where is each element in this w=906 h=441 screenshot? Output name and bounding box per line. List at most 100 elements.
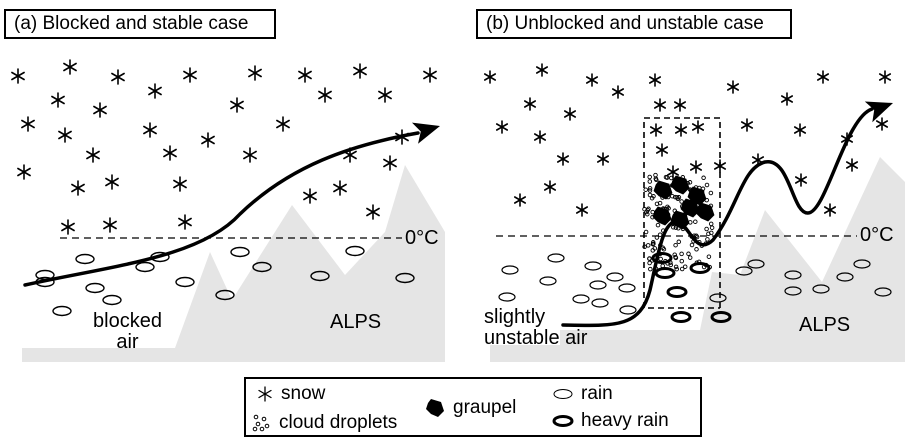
convection-box-outline bbox=[643, 117, 721, 309]
snowflake bbox=[303, 188, 317, 204]
cloud-droplet bbox=[673, 242, 678, 248]
legend-graupel-label: graupel bbox=[453, 397, 517, 418]
snowflake bbox=[378, 87, 392, 103]
raindrop bbox=[215, 289, 235, 301]
cloud-droplet bbox=[687, 255, 693, 260]
snowflake bbox=[71, 180, 85, 196]
snowflake bbox=[183, 67, 197, 83]
convection-box bbox=[643, 117, 721, 309]
cloud-droplet bbox=[709, 225, 715, 230]
snowflake bbox=[318, 87, 332, 103]
cloud-droplet bbox=[706, 254, 712, 259]
snowflake bbox=[556, 152, 570, 166]
snowflake bbox=[61, 219, 75, 235]
cloud-droplet bbox=[647, 186, 653, 191]
legend-cloud-droplets: cloud droplets bbox=[252, 412, 397, 434]
panel-a-title: (a) Blocked and stable case bbox=[4, 9, 276, 39]
cloud-droplet bbox=[647, 174, 652, 180]
snowflake bbox=[298, 67, 312, 83]
cloud-droplet bbox=[706, 231, 711, 237]
snowflake bbox=[691, 120, 705, 134]
cloud-droplet bbox=[647, 188, 653, 193]
cloud-droplet bbox=[682, 264, 688, 269]
heavy-raindrop bbox=[651, 252, 673, 264]
heavy-raindrop bbox=[689, 262, 711, 274]
snowflake bbox=[585, 73, 599, 87]
snowflake bbox=[563, 107, 577, 121]
raindrop bbox=[747, 259, 765, 269]
rain-drops-group bbox=[35, 245, 892, 317]
raindrop bbox=[874, 287, 892, 297]
airflow-arrowhead-a bbox=[411, 122, 440, 144]
snowflake bbox=[845, 158, 859, 172]
cloud-droplet bbox=[679, 258, 685, 264]
snowflake bbox=[51, 92, 65, 108]
snowflake bbox=[740, 118, 754, 132]
graupel-icon bbox=[426, 399, 444, 417]
snowflake bbox=[230, 97, 244, 113]
raindrop bbox=[102, 294, 122, 306]
cloud-droplet bbox=[658, 256, 663, 262]
snowflake bbox=[816, 70, 830, 84]
legend-rain: rain bbox=[552, 383, 613, 405]
raindrop bbox=[812, 284, 830, 294]
graupel-particle bbox=[653, 180, 673, 200]
cloud-droplet bbox=[650, 248, 656, 253]
heavy-raindrop bbox=[654, 267, 676, 279]
cloud-droplet bbox=[664, 175, 670, 180]
raindrop bbox=[175, 276, 195, 288]
snowflake bbox=[673, 98, 687, 112]
raindrop bbox=[230, 246, 250, 258]
snowflake bbox=[423, 67, 437, 83]
snowflake bbox=[178, 214, 192, 230]
cloud-droplet bbox=[655, 222, 661, 228]
snowflake bbox=[780, 92, 794, 106]
snowflake bbox=[201, 132, 215, 148]
cloud-droplet bbox=[643, 187, 648, 192]
snowflake bbox=[483, 70, 497, 84]
raindrop bbox=[735, 266, 753, 276]
cloud-droplet bbox=[708, 190, 714, 196]
snowflake bbox=[674, 123, 688, 137]
snowflake bbox=[163, 145, 177, 161]
freezing-level-label-a: 0°C bbox=[405, 227, 439, 249]
cloud-droplet bbox=[657, 232, 663, 237]
graupel-particle bbox=[687, 186, 707, 206]
raindrop bbox=[52, 305, 72, 317]
alps-mountains bbox=[22, 157, 905, 362]
snowflake bbox=[63, 59, 77, 75]
raindrop bbox=[547, 253, 565, 263]
airflow-arrow-a bbox=[23, 131, 420, 287]
snowflake bbox=[143, 122, 157, 138]
cloud-droplet bbox=[686, 251, 691, 257]
cloud-droplet bbox=[668, 262, 674, 268]
heavy-raindrop-icon bbox=[552, 415, 574, 427]
snowflake bbox=[105, 174, 119, 190]
airflow-arrows bbox=[23, 101, 893, 328]
raindrop bbox=[618, 283, 636, 293]
snowflake bbox=[575, 203, 589, 217]
legend: snow cloud droplets graupel rain heavy r… bbox=[244, 377, 702, 437]
legend-cloud-droplets-label: cloud droplets bbox=[279, 412, 398, 433]
raindrop bbox=[85, 282, 105, 294]
snowflake bbox=[21, 116, 35, 132]
snowflake bbox=[875, 117, 889, 131]
raindrop bbox=[395, 272, 415, 284]
cloud-droplet bbox=[693, 219, 698, 224]
snowflake bbox=[103, 217, 117, 233]
cloud-droplet bbox=[673, 254, 678, 260]
heavy-raindrop bbox=[710, 311, 732, 323]
heavy-rain-group bbox=[651, 252, 732, 323]
cloud-droplet bbox=[705, 237, 710, 242]
raindrop bbox=[539, 276, 557, 286]
unstable-air-label: slightly unstable air bbox=[484, 306, 588, 349]
raindrop bbox=[709, 293, 727, 303]
snowflake bbox=[649, 123, 663, 137]
graupel-particle bbox=[680, 198, 700, 218]
snowflake bbox=[148, 83, 162, 99]
snowflake bbox=[513, 193, 527, 207]
raindrop bbox=[836, 272, 854, 282]
snowflake bbox=[653, 98, 667, 112]
legend-heavy-rain: heavy rain bbox=[552, 410, 669, 432]
